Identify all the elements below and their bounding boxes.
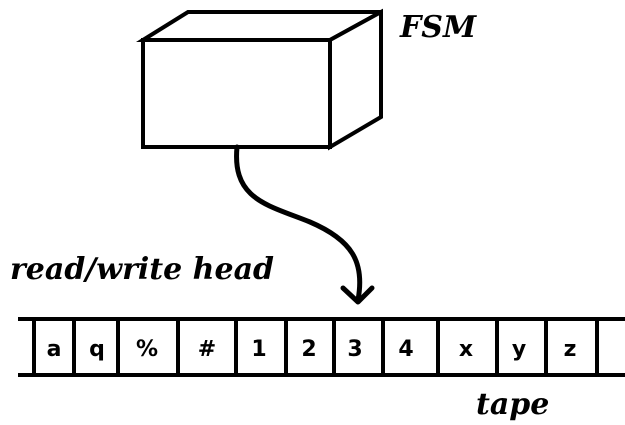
head-label: read/write head xyxy=(10,252,274,287)
tape-cell-symbol: y xyxy=(512,337,526,362)
tape-cell-symbol: 4 xyxy=(398,337,413,362)
tape-cell-symbol: x xyxy=(459,337,473,362)
tape-label: tape xyxy=(476,387,549,422)
fsm-box-front xyxy=(141,38,332,149)
fsm-box xyxy=(136,8,383,151)
tape-cell-symbol: 2 xyxy=(301,337,316,362)
tape: a q% #1 2 3 4 x y z xyxy=(18,317,625,377)
head-arrowhead xyxy=(340,285,375,305)
tape-cell-symbol: % xyxy=(136,337,158,362)
tape-cells: a q% #1 2 3 4 x y z xyxy=(32,319,599,375)
tape-cell-symbol: q xyxy=(89,337,105,362)
tape-cell-symbol: 1 xyxy=(251,337,266,362)
head-connector-wire xyxy=(234,144,363,303)
tape-cell-symbol: z xyxy=(564,337,577,362)
fsm-label: FSM xyxy=(399,10,477,45)
tape-cell-symbol: # xyxy=(198,337,216,362)
tape-cell-symbol: a xyxy=(47,337,62,362)
tape-cell-symbol: 3 xyxy=(347,337,362,362)
